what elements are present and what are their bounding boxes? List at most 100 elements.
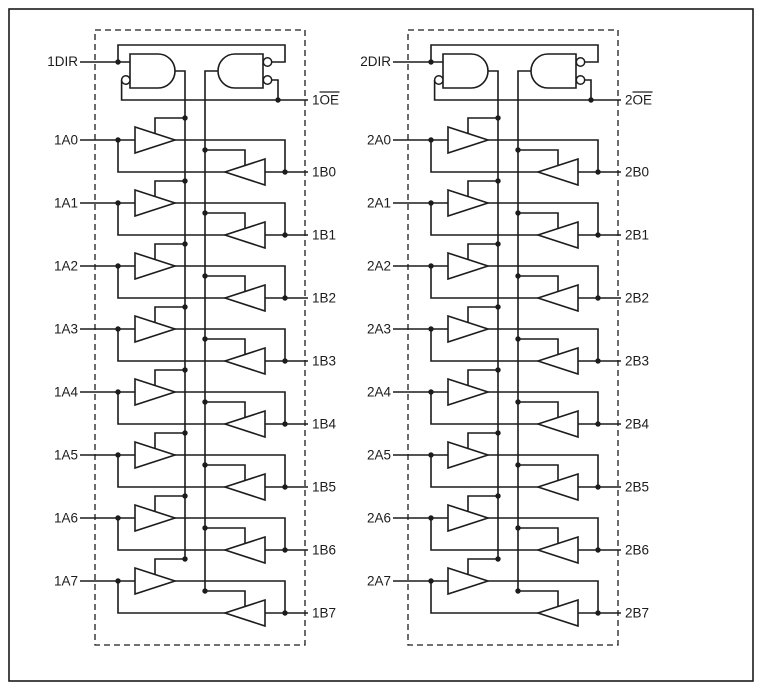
page-frame xyxy=(8,8,754,682)
forward-output-wire xyxy=(488,202,599,235)
inverter-bubble xyxy=(433,75,444,85)
forward-output-wire xyxy=(488,454,599,487)
forward-output-wire xyxy=(488,391,599,424)
reverse-output-wire xyxy=(117,518,225,551)
reverse-output-wire xyxy=(117,581,225,614)
pin-label-a: 2A5 xyxy=(367,448,391,463)
dir-branch-wire xyxy=(430,44,599,63)
junction-dot xyxy=(428,452,434,458)
inverter-bubble xyxy=(262,57,273,67)
forward-enable-tap xyxy=(467,180,498,197)
inverter-bubble xyxy=(575,57,586,67)
pin-label-a: 2A0 xyxy=(367,133,391,148)
inverter-bubble xyxy=(120,75,131,85)
pin-label-b: 1B2 xyxy=(312,291,336,306)
reverse-enable-tap xyxy=(205,527,246,544)
reverse-output-wire xyxy=(430,203,538,236)
reverse-output-wire xyxy=(430,329,538,362)
forward-enable-tap xyxy=(154,180,185,197)
pin-label-b: 1B0 xyxy=(312,165,336,180)
junction-dot xyxy=(115,515,121,521)
reverse-enable-rail xyxy=(204,70,218,591)
pin-label-a: 2A7 xyxy=(367,574,391,589)
pin-label-a: 1A6 xyxy=(54,511,78,526)
pin-label-b: 1B6 xyxy=(312,543,336,558)
forward-enable-tap xyxy=(467,306,498,323)
forward-enable-tap xyxy=(467,117,498,134)
reverse-output-wire xyxy=(117,329,225,362)
reverse-enable-tap xyxy=(205,212,246,229)
pin-label-a: 2A1 xyxy=(367,196,391,211)
block-outline xyxy=(407,29,619,646)
reverse-output-wire xyxy=(430,392,538,425)
reverse-enable-tap xyxy=(205,590,246,607)
junction-dot xyxy=(115,200,121,206)
pin-label-a: 1A2 xyxy=(54,259,78,274)
reverse-enable-tap xyxy=(205,401,246,418)
pin-label-b: 1B7 xyxy=(312,606,336,621)
pin-label-b: 2B0 xyxy=(625,165,649,180)
reverse-enable-tap xyxy=(518,275,559,292)
reverse-output-wire xyxy=(117,140,225,173)
enable-gate-forward xyxy=(442,53,489,89)
junction-dot xyxy=(428,137,434,143)
pin-label-a: 1A0 xyxy=(54,133,78,148)
reverse-output-wire xyxy=(430,518,538,551)
oe-branch-wire xyxy=(584,79,592,100)
pin-label-b: 1B4 xyxy=(312,417,337,432)
pin-label-b: 1B1 xyxy=(312,228,336,243)
reverse-output-wire xyxy=(117,266,225,299)
forward-output-wire xyxy=(488,139,599,172)
pin-label-dir: 1DIR xyxy=(47,54,78,69)
reverse-enable-tap xyxy=(518,149,559,166)
enable-gate-forward xyxy=(129,53,176,89)
oe-branch-wire xyxy=(271,79,279,100)
pin-label-oe: 1OE xyxy=(312,93,339,108)
forward-enable-tap xyxy=(467,495,498,512)
pin-label-a: 1A1 xyxy=(54,196,78,211)
reverse-output-wire xyxy=(430,455,538,488)
reverse-enable-tap xyxy=(518,338,559,355)
forward-output-wire xyxy=(488,265,599,298)
dir-branch-wire xyxy=(117,44,286,63)
forward-output-wire xyxy=(488,328,599,361)
junction-dot xyxy=(428,326,434,332)
pin-label-a: 1A3 xyxy=(54,322,78,337)
junction-dot xyxy=(115,326,121,332)
pin-label-a: 1A4 xyxy=(54,385,79,400)
forward-enable-tap xyxy=(154,495,185,512)
forward-enable-tap xyxy=(154,243,185,260)
oe-wire xyxy=(433,80,621,101)
junction-dot xyxy=(428,263,434,269)
junction-dot xyxy=(115,137,121,143)
forward-enable-tap xyxy=(467,432,498,449)
reverse-enable-tap xyxy=(518,590,559,607)
junction-dot xyxy=(115,452,121,458)
reverse-output-wire xyxy=(430,581,538,614)
forward-enable-tap xyxy=(467,558,498,575)
reverse-enable-tap xyxy=(205,338,246,355)
pin-label-a: 2A4 xyxy=(367,385,392,400)
forward-output-wire xyxy=(175,139,286,172)
junction-dot xyxy=(428,389,434,395)
forward-output-wire xyxy=(175,580,286,613)
reverse-output-wire xyxy=(117,455,225,488)
reverse-enable-tap xyxy=(205,275,246,292)
forward-enable-tap xyxy=(154,306,185,323)
pin-label-b: 1B3 xyxy=(312,354,336,369)
reverse-enable-rail xyxy=(517,70,531,591)
inverter-bubble xyxy=(262,75,273,85)
pin-label-b: 2B2 xyxy=(625,291,649,306)
pin-label-oe: 2OE xyxy=(625,93,652,108)
pin-label-a: 2A2 xyxy=(367,259,391,274)
inverter-bubble xyxy=(575,75,586,85)
pin-label-a: 2A6 xyxy=(367,511,391,526)
reverse-output-wire xyxy=(117,392,225,425)
forward-output-wire xyxy=(488,517,599,550)
forward-output-wire xyxy=(175,454,286,487)
junction-dot xyxy=(115,263,121,269)
junction-dot xyxy=(428,515,434,521)
reverse-enable-tap xyxy=(518,212,559,229)
block-outline xyxy=(94,29,306,646)
